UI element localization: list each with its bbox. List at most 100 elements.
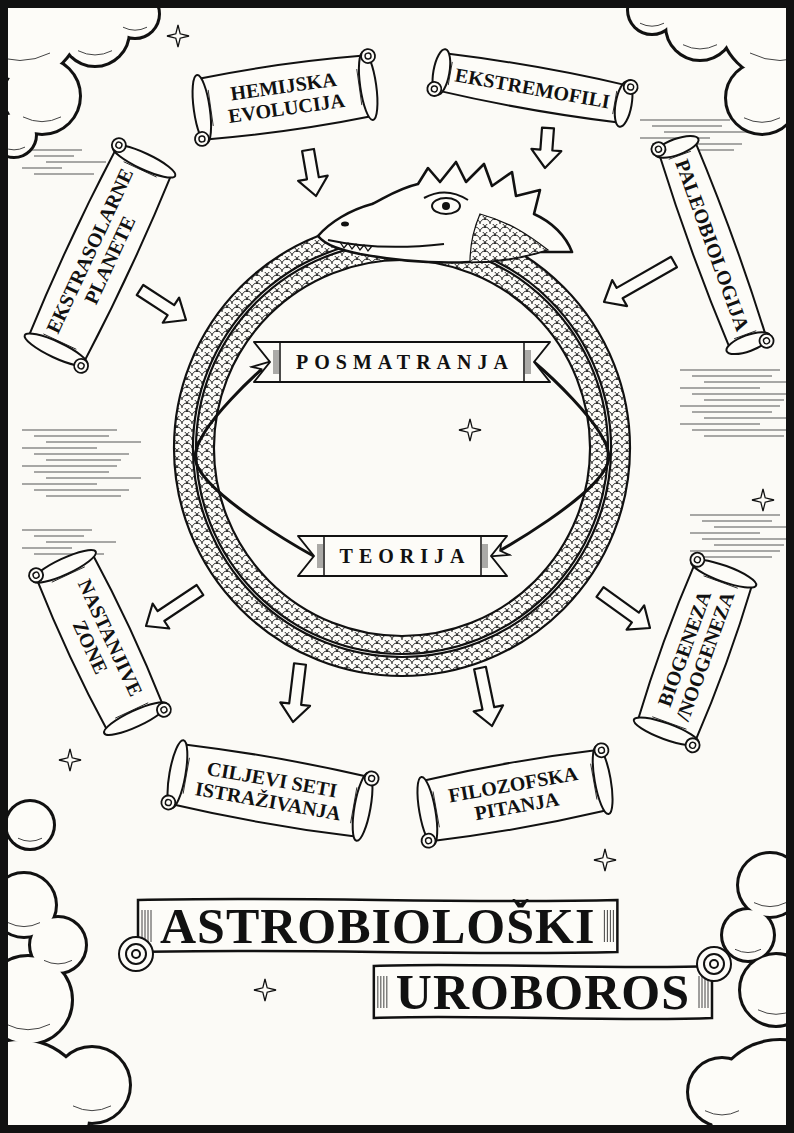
block-arrow: [278, 662, 315, 724]
banner-hatch: [530, 350, 531, 374]
ribbon-curl: [119, 937, 153, 971]
ribbon-hatch: [148, 910, 149, 942]
scroll-curl: [762, 337, 770, 345]
streak-line: [690, 514, 780, 515]
cloud-fill: [31, 918, 85, 972]
cloud-hatch: [744, 118, 780, 123]
scroll-curl: [72, 356, 91, 375]
cloud-outline: [740, 954, 794, 1026]
scroll-label: EKSTREMOFILI: [422, 48, 643, 127]
streak-line: [34, 435, 109, 436]
streak-line: [704, 435, 784, 436]
cloud: [628, 0, 794, 134]
streak-line: [680, 387, 760, 388]
banner-hatch: [526, 350, 527, 374]
cycle-arrow: [491, 362, 609, 556]
streak-line: [22, 547, 72, 548]
scroll-body: [172, 741, 369, 839]
cloud-hatch: [123, 27, 147, 30]
block-arrow: [530, 127, 563, 169]
sky-streaks: [22, 120, 794, 557]
cloud-hatch: [683, 45, 717, 49]
scroll-curl: [110, 135, 129, 154]
banner-hatch: [486, 544, 487, 568]
scroll-curl: [365, 52, 372, 59]
cloud: [0, 0, 159, 157]
cloud-hatch: [6, 1024, 50, 1030]
scroll-curl: [689, 741, 697, 749]
streak-line: [704, 417, 794, 418]
scroll-curl: [688, 550, 706, 568]
eye: [432, 198, 460, 214]
streak-line: [34, 489, 129, 490]
banner-body: [254, 342, 550, 382]
scroll-roll: [349, 771, 377, 842]
streak-line: [34, 155, 74, 156]
cloud-hatch: [735, 949, 761, 952]
frame: [4, 4, 790, 1129]
scroll-curl: [368, 774, 375, 781]
scroll-label: EKSTRASOLARNE PLANETE: [20, 133, 180, 378]
banner-fold: [279, 342, 281, 382]
scroll-roll: [101, 696, 170, 740]
ribbon-hatch: [386, 976, 387, 1008]
banner-body: [298, 536, 507, 576]
streak-line: [46, 541, 116, 542]
cloud-outline: [722, 909, 774, 961]
cloud-outline: [6, 801, 54, 849]
ribbon-hatch: [613, 910, 614, 942]
banner-hatch: [482, 544, 483, 568]
star: [752, 489, 774, 511]
scroll-body: [422, 747, 609, 843]
scroll-body: [656, 139, 768, 350]
streak-line: [640, 119, 730, 120]
scroll-label: HEMIJSKA EVOLUCIJA: [181, 51, 388, 143]
scroll-curl: [199, 135, 206, 142]
scroll-body: [437, 51, 627, 125]
cloud-hatch: [640, 23, 664, 26]
streak-line: [34, 173, 94, 174]
scroll-curl: [598, 746, 605, 753]
star: [167, 25, 189, 47]
cycle-arrow: [195, 362, 313, 556]
scroll-roll: [652, 131, 701, 162]
streak-line: [22, 483, 97, 484]
ribbon-hatch: [377, 976, 378, 1008]
streak-line: [664, 131, 754, 132]
scroll-curl: [160, 705, 168, 713]
scroll-body: [197, 53, 373, 142]
nostril: [341, 222, 349, 227]
banner-hatch: [276, 350, 277, 374]
block-arrow: [465, 665, 506, 729]
scroll-curl: [649, 140, 667, 158]
head-outline: [318, 162, 572, 263]
ribbon-hatch: [699, 976, 700, 1008]
scroll-curl: [593, 742, 609, 758]
banner-hatch: [278, 350, 279, 374]
scroll-curl: [757, 332, 775, 350]
banner-fold: [323, 536, 325, 576]
banner-hatch: [317, 544, 318, 568]
cloud-hatch: [8, 923, 40, 927]
star: [594, 849, 616, 871]
ouroboros: [174, 220, 630, 676]
streak-line: [22, 167, 62, 168]
cloud-fill: [727, 63, 794, 133]
ribbon-curl: [710, 960, 718, 968]
cloud-hatch: [73, 1106, 111, 1111]
banner-fold: [523, 342, 525, 382]
cloud-fill: [689, 1059, 755, 1125]
teeth: [340, 242, 372, 251]
cloud-fill: [7, 802, 53, 848]
scroll-curl: [360, 48, 376, 64]
streak-line: [690, 550, 780, 551]
cloud-fill: [723, 910, 773, 960]
scroll-curl: [420, 832, 436, 848]
streak-line: [704, 399, 784, 400]
banner-hatch: [321, 544, 322, 568]
star: [59, 749, 81, 771]
scroll-curl: [622, 79, 638, 95]
banner-hatch: [484, 544, 485, 568]
title-text: ASTROBIOLOŠKI UROBOROS: [160, 893, 690, 1025]
